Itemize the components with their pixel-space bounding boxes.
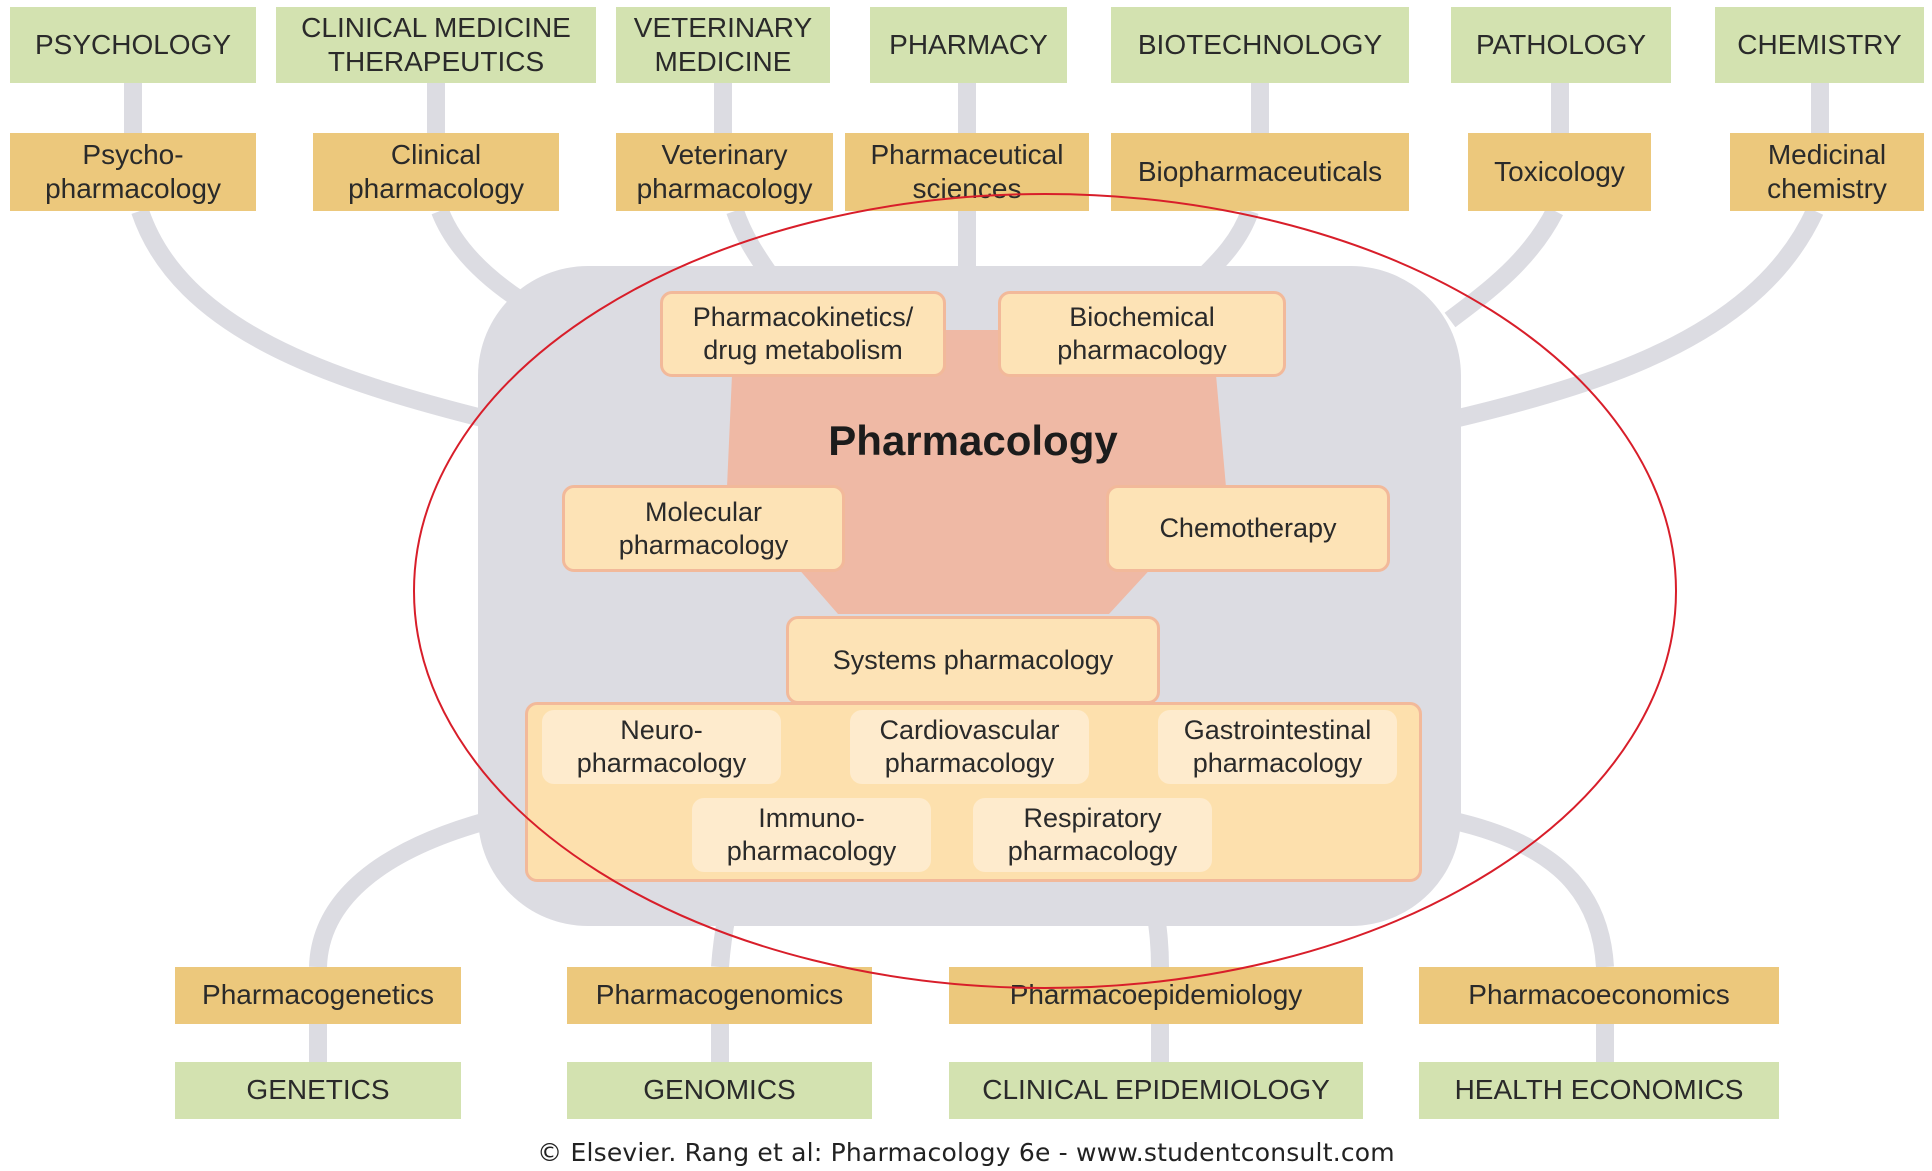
- subfield-biopharmaceuticals: Biopharmaceuticals: [1111, 133, 1409, 211]
- discipline-chemistry: CHEMISTRY: [1715, 7, 1924, 83]
- discipline-biotechnology: BIOTECHNOLOGY: [1111, 7, 1409, 83]
- discipline-pharmacy: PHARMACY: [870, 7, 1067, 83]
- subarea-cardiovascular: Cardiovascular pharmacology: [850, 710, 1089, 784]
- subfield-clinical-pharmacology: Clinical pharmacology: [313, 133, 559, 211]
- curve-medchem: [1447, 207, 1824, 429]
- subfield-psychopharmacology: Psycho- pharmacology: [10, 133, 256, 211]
- subfield-pharmacogenetics: Pharmacogenetics: [175, 967, 461, 1024]
- subfield-pharmaceutical-sciences: Pharmaceutical sciences: [845, 133, 1089, 211]
- discipline-clinical-medicine: CLINICAL MEDICINE THERAPEUTICS: [276, 7, 596, 83]
- curve-veterinary: [726, 207, 778, 280]
- subarea-immunopharmacology: Immuno- pharmacology: [692, 798, 931, 872]
- subfield-pharmacoepidemiology: Pharmacoepidemiology: [949, 967, 1363, 1024]
- discipline-genetics: GENETICS: [175, 1062, 461, 1119]
- curve-toxicology: [1444, 206, 1564, 328]
- subarea-respiratory: Respiratory pharmacology: [973, 798, 1212, 872]
- discipline-psychology: PSYCHOLOGY: [10, 7, 256, 83]
- core-systems-pharmacology: Systems pharmacology: [786, 616, 1160, 704]
- center-title: Pharmacology: [828, 417, 1118, 464]
- core-biochemical-pharmacology: Biochemical pharmacology: [998, 291, 1286, 377]
- curve-biopharma: [1198, 207, 1259, 282]
- curve-clinical: [431, 207, 526, 308]
- core-molecular-pharmacology: Molecular pharmacology: [562, 485, 845, 572]
- discipline-genomics: GENOMICS: [567, 1062, 872, 1119]
- curve-genetics: [309, 811, 493, 968]
- core-pharmacokinetics: Pharmacokinetics/ drug metabolism: [660, 291, 946, 377]
- curve-psycho: [131, 208, 493, 429]
- subfield-medicinal-chemistry: Medicinal chemistry: [1730, 133, 1924, 211]
- subfield-pharmacoeconomics: Pharmacoeconomics: [1419, 967, 1779, 1024]
- core-chemotherapy: Chemotherapy: [1106, 485, 1390, 572]
- discipline-veterinary-medicine: VETERINARY MEDICINE: [616, 7, 830, 83]
- subfield-pharmacogenomics: Pharmacogenomics: [567, 967, 872, 1024]
- subfield-veterinary-pharmacology: Veterinary pharmacology: [616, 133, 833, 211]
- subarea-neuropharmacology: Neuro- pharmacology: [542, 710, 781, 784]
- discipline-health-economics: HEALTH ECONOMICS: [1419, 1062, 1779, 1119]
- copyright-footer: © Elsevier. Rang et al: Pharmacology 6e …: [537, 1138, 1395, 1167]
- discipline-clinical-epidemiology: CLINICAL EPIDEMIOLOGY: [949, 1062, 1363, 1119]
- subarea-gastrointestinal: Gastrointestinal pharmacology: [1158, 710, 1397, 784]
- curve-economics: [1448, 811, 1614, 968]
- discipline-pathology: PATHOLOGY: [1451, 7, 1671, 83]
- subfield-toxicology: Toxicology: [1468, 133, 1651, 211]
